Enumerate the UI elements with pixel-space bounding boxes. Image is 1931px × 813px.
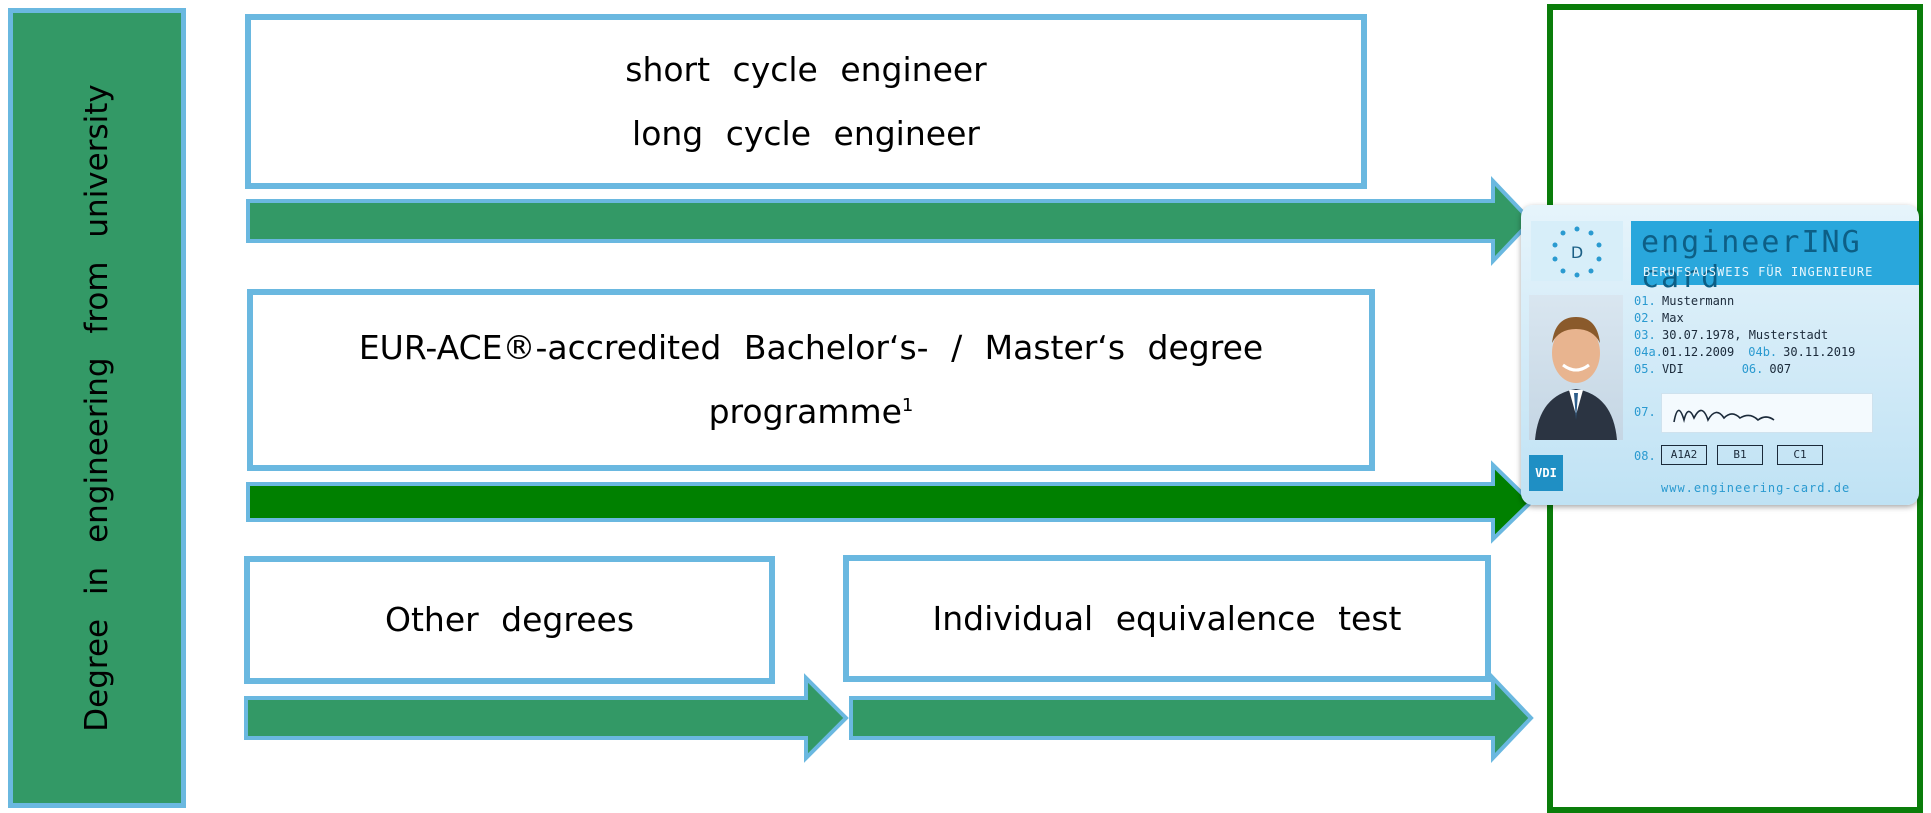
arrow-eur-ace [246, 460, 1534, 544]
short-cycle-label: short cycle engineer [625, 49, 987, 89]
arrow-other-degrees [244, 673, 849, 763]
arrow-engineer-cycles [246, 175, 1534, 267]
other-degrees-label: Other degrees [384, 600, 635, 639]
card-title: engineerING card [1641, 225, 1862, 295]
category-badge: A1A2 [1661, 445, 1707, 465]
seal-letter: D [1571, 243, 1583, 262]
card-holder-photo [1529, 295, 1623, 440]
card-field: 02.Max [1634, 311, 1684, 325]
long-cycle-label: long cycle engineer [632, 113, 980, 153]
equivalence-test-label: Individual equivalence test [932, 598, 1402, 638]
eur-ace-label-line1: EUR-ACE®-accredited Bachelor‘s- / Master… [358, 328, 1264, 367]
card-url: www.engineering-card.de [1661, 481, 1851, 495]
engineer-cycles-box: short cycle engineer long cycle engineer [245, 14, 1367, 189]
eu-stars-seal-icon: D [1531, 221, 1623, 281]
signature-scribble-icon [1673, 409, 1775, 424]
arrow-equivalence-test [849, 672, 1534, 764]
card-header: engineerING card BERUFSAUSWEIS FÜR INGEN… [1631, 221, 1919, 295]
category-label: 08. [1634, 449, 1656, 463]
card-field: 01.Mustermann [1634, 294, 1735, 308]
footnote-marker: 1 [901, 395, 914, 416]
card-subtitle: BERUFSAUSWEIS FÜR INGENIEURE [1643, 265, 1874, 279]
other-degrees-box: Other degrees [244, 556, 775, 684]
category-badge: C1 [1777, 445, 1823, 465]
signature-field [1661, 393, 1873, 433]
vdi-logo: VDI [1529, 455, 1563, 491]
equivalence-test-box: Individual equivalence test [843, 555, 1491, 682]
card-field: 03.30.07.1978, Musterstadt [1634, 328, 1829, 342]
degree-sidebar: Degree in engineering from university [8, 8, 186, 808]
eur-ace-label-line2: programme [708, 392, 902, 431]
category-badge: B1 [1717, 445, 1763, 465]
signature-label: 07. [1634, 405, 1656, 419]
engineering-id-card: D engineerING card BERUFSAUSWEIS FÜR ING… [1521, 205, 1919, 505]
card-fields: 01.Mustermann 02.Max 03.30.07.1978, Must… [1634, 293, 1855, 378]
eur-ace-box: EUR-ACE®-accredited Bachelor‘s- / Master… [247, 289, 1375, 471]
